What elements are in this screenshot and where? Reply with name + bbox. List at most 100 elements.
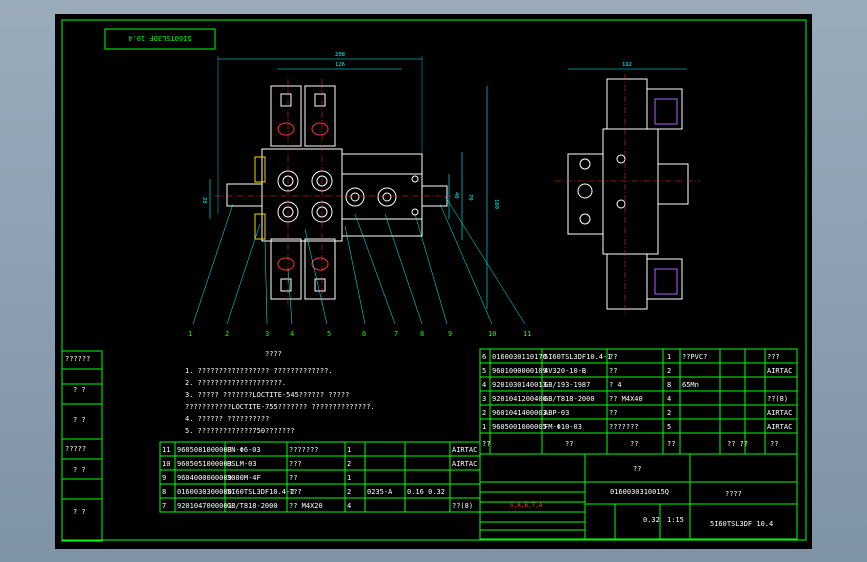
drawing-svg: 5I60TSL3DF 10.4 ?????? ? ? ? ? ????? ? ?… (61, 19, 807, 542)
bom-upper-h-note: ?? (770, 440, 778, 448)
bom-upper-cell-5-4: 5 (667, 423, 671, 431)
bom-upper-cell-2-4: 8 (667, 381, 671, 389)
bom-lower-cell-0-7: AIRTAC (452, 446, 477, 454)
bom-upper-cell-0-4: 1 (667, 353, 671, 361)
dim-top-overall: 208 (335, 52, 345, 58)
left-strip-3: ????? (65, 445, 86, 453)
bom-lower-cell-0-0: 11 (162, 446, 170, 454)
bom-lower-cell-3-0: 8 (162, 488, 166, 496)
bom-upper-cell-5-7: AIRTAC (767, 423, 792, 431)
bom-upper-h-weight: ?? ?? (727, 440, 748, 448)
top-title-text: 5I60TSL3DF 10.4 (128, 34, 191, 42)
bom-upper-cell-4-3: ?? (609, 409, 617, 417)
bom-lower-cell-0-4: 1 (347, 446, 351, 454)
bom-lower-cell-1-7: AIRTAC (452, 460, 477, 468)
bom-upper-h-qty: ?? (667, 440, 675, 448)
left-strip-1: ? ? (73, 386, 86, 394)
left-strip-table: ?????? ? ? ? ? ????? ? ? ? ? (61, 350, 103, 542)
bom-upper-cell-3-7: ??(8) (767, 395, 788, 403)
bom-lower-cell-1-3: ??? (289, 460, 302, 468)
bom-upper-cell-5-3: ??????? (609, 423, 639, 431)
title-weight: 0.32 (643, 516, 660, 524)
note-2: 2. ????????????????????. (185, 379, 286, 387)
bom-lower-cell-4-0: 7 (162, 502, 166, 510)
dim-height-right: 100 (493, 199, 499, 209)
side-view[interactable]: 192 (555, 62, 700, 314)
balloon-11: 11 (523, 330, 531, 338)
bom-upper-cell-0-3: ?? (609, 353, 617, 361)
bom-upper-cell-5-0: 1 (482, 423, 486, 431)
balloon-6: 6 (362, 330, 366, 338)
notes-title: ???? (265, 350, 282, 358)
balloon-1: 1 (188, 330, 192, 338)
bom-upper-cell-3-1: 9201041200400 (492, 395, 547, 403)
bom-upper-cell-0-0: 6 (482, 353, 486, 361)
bom-lower-cell-2-3: ?? (289, 474, 297, 482)
technical-notes: ???? 1. ????????????????? ?????????????.… (185, 350, 375, 435)
bom-upper-cell-5-2: FM-Φ10-03 (544, 423, 582, 431)
left-strip-5: ? ? (73, 508, 86, 516)
drawing-canvas[interactable]: 5I60TSL3DF 10.4 ?????? ? ? ? ? ????? ? ?… (55, 14, 812, 549)
bom-upper-cell-1-3: ?? (609, 367, 617, 375)
bom-lower-cell-1-1: 9605051000003 (177, 460, 232, 468)
title-revision: S,A,B,T,A (510, 502, 543, 509)
dim-left-small: 28 (201, 197, 207, 204)
title-title: ???? (725, 490, 742, 498)
bom-lower-cell-0-1: 9605081000003 (177, 446, 232, 454)
bom-lower-cell-4-2: GB/T818-2000 (227, 502, 278, 510)
bom-upper-cell-3-4: 4 (667, 395, 671, 403)
bom-upper-h-name: ?? (630, 440, 638, 448)
bom-lower-cell-3-3: ??? (289, 488, 302, 496)
bom-upper-cell-2-3: ? 4 (609, 381, 622, 389)
top-title-box: 5I60TSL3DF 10.4 (104, 28, 216, 50)
bom-upper-cell-1-7: AIRTAC (767, 367, 792, 375)
bom-upper-cell-4-2: ABP-03 (544, 409, 569, 417)
frame-border (61, 19, 807, 541)
dim-height-mid: 40 (453, 192, 459, 199)
bom-upper-cell-4-1: 9601041400003 (492, 409, 547, 417)
bom-upper-cell-3-3: ?? M4X40 (609, 395, 643, 403)
note-3b: ???????????LOCTITE-755??????? ??????????… (185, 403, 375, 411)
bom-lower-cell-0-2: FN-Φ6-03 (227, 446, 261, 454)
balloon-8: 8 (420, 330, 424, 338)
title-ratio: 1:15 (667, 516, 684, 524)
dim-height-inner: 70 (467, 194, 473, 201)
balloon-5: 5 (327, 330, 331, 338)
balloon-3: 3 (265, 330, 269, 338)
left-strip-0: ?????? (65, 355, 90, 363)
note-5: 5. ?????????????750??????? (185, 427, 295, 435)
bom-upper-cell-3-2: GB/T818-2000 (544, 395, 595, 403)
bom-upper-cell-2-0: 4 (482, 381, 486, 389)
bom-lower-cell-3-4: 2 (347, 488, 351, 496)
bom-upper-cell-0-7: ??? (767, 353, 780, 361)
bom-lower-cell-0-3: ??????? (289, 446, 319, 454)
bom-lower-cell-4-4: 4 (347, 502, 351, 510)
bom-upper-cell-1-2: 4V320-10-B (544, 367, 586, 375)
title-name: ?? (633, 465, 641, 473)
bom-upper-cell-5-1: 9605001000005 (492, 423, 547, 431)
balloon-9: 9 (448, 330, 452, 338)
left-strip-4: ? ? (73, 466, 86, 474)
title-drawing-no: 0160030310015Q (610, 488, 669, 496)
note-1: 1. ????????????????? ?????????????. (185, 367, 333, 375)
bom-upper-cell-4-4: 2 (667, 409, 671, 417)
bom-lower-cell-1-2: BSLM-03 (227, 460, 257, 468)
bom-lower-cell-3-6: 0.16 0.32 (407, 488, 445, 496)
front-view[interactable]: 208 1 2 6 100 70 40 28 (188, 52, 531, 338)
bom-lower-cell-2-1: 9604000000009 (177, 474, 232, 482)
bom-lower-cell-4-1: 9201047000001 (177, 502, 232, 510)
balloon-2: 2 (225, 330, 229, 338)
bom-upper-cell-1-0: 5 (482, 367, 486, 375)
bom-lower-cell-2-4: 1 (347, 474, 351, 482)
balloon-10: 10 (488, 330, 496, 338)
balloon-4: 4 (290, 330, 294, 338)
bom-upper-cell-2-1: 9201030140013 (492, 381, 547, 389)
bom-upper-cell-4-0: 2 (482, 409, 486, 417)
bom-lower-cell-1-0: 10 (162, 460, 170, 468)
left-strip-2: ? ? (73, 416, 86, 424)
bom-upper-cell-0-1: 0160030110170 (492, 353, 547, 361)
note-3: 3. ????? ???????LOCTITE-545?????? ????? (185, 391, 349, 399)
